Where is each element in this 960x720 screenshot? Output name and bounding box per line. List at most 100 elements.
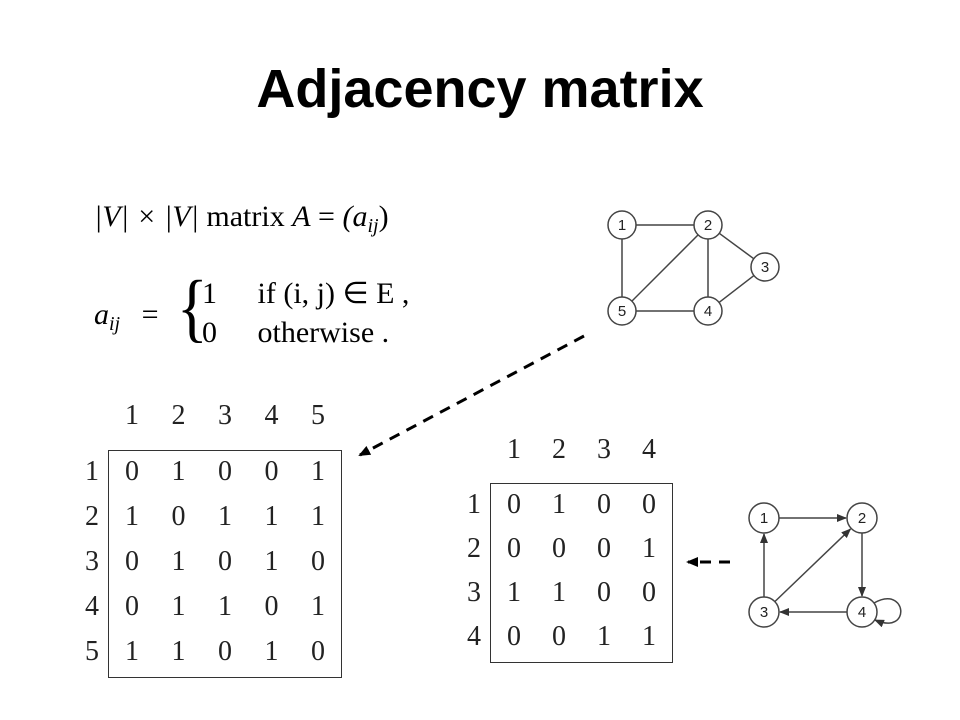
undirected-matrix-cell: 1 <box>311 501 325 533</box>
undirected-matrix-cell: 0 <box>264 591 279 623</box>
undirected-matrix-cell: 0 <box>311 636 325 668</box>
directed-node-label: 2 <box>858 510 866 527</box>
case-otherwise: 0 otherwise . <box>202 316 389 350</box>
undirected-matrix-column-header: 3 <box>218 400 232 431</box>
undirected-matrix-cell: 1 <box>171 636 186 668</box>
equals-sign: = <box>318 200 335 233</box>
cases-brace: { <box>176 266 208 350</box>
entry-equals: = <box>141 298 159 331</box>
undirected-matrix-cell: 1 <box>218 501 232 533</box>
directed-matrix-bracket-box <box>490 483 673 663</box>
directed-node-label: 1 <box>760 510 768 527</box>
undirected-matrix-cell: 0 <box>125 456 139 488</box>
directed-matrix-cell: 0 <box>642 577 656 608</box>
directed-matrix-column-header: 4 <box>642 434 656 465</box>
undirected-matrix-cell: 1 <box>171 456 186 488</box>
undirected-matrix-cell: 0 <box>218 546 232 578</box>
directed-matrix-cell: 1 <box>552 577 566 608</box>
undirected-node-label: 4 <box>704 303 712 320</box>
directed-matrix-cell: 1 <box>642 621 656 652</box>
undirected-node-5 <box>607 296 637 326</box>
undirected-matrix-row-header: 3 <box>85 546 99 578</box>
undirected-matrix-row-header: 5 <box>85 636 99 668</box>
undirected-matrix-cell: 1 <box>264 501 279 533</box>
undirected-matrix-cell: 0 <box>264 456 279 488</box>
undirected-edge-2-3 <box>718 232 755 260</box>
undirected-matrix-cell: 0 <box>218 636 232 668</box>
directed-matrix-cell: 0 <box>552 533 566 564</box>
entry-subscript: ij <box>367 215 379 237</box>
undirected-matrix-cell: 1 <box>311 456 325 488</box>
directed-node-2 <box>846 502 878 534</box>
undirected-node-1 <box>607 210 637 240</box>
undirected-matrix-row-header: 4 <box>85 591 99 623</box>
dimension-expression: |V| × |V| <box>94 200 199 233</box>
pointer-arrow-undirected <box>358 334 585 457</box>
directed-matrix-cell: 0 <box>507 533 521 564</box>
directed-node-4 <box>846 596 878 628</box>
entry-definition-lhs: aij = <box>94 298 159 336</box>
directed-matrix-cell: 0 <box>642 489 656 520</box>
entry-open: (a <box>342 200 368 233</box>
directed-node-label: 3 <box>760 604 768 621</box>
directed-node-1 <box>748 502 780 534</box>
entry-lhs-subscript: ij <box>109 313 121 335</box>
entry-close: ) <box>378 200 389 233</box>
directed-node-3 <box>748 596 780 628</box>
directed-matrix-column-header: 1 <box>507 434 521 465</box>
case-otherwise-condition: otherwise . <box>257 316 390 349</box>
entry-symbol: a <box>94 298 109 331</box>
undirected-matrix-cell: 0 <box>125 591 139 623</box>
directed-matrix-cell: 0 <box>507 621 521 652</box>
directed-edge-3-2 <box>774 528 852 603</box>
undirected-matrix-row-header: 2 <box>85 501 99 533</box>
directed-matrix-cell: 1 <box>642 533 656 564</box>
undirected-matrix-cell: 0 <box>125 546 139 578</box>
undirected-matrix-bracket-box <box>108 450 342 679</box>
undirected-matrix-cell: 0 <box>218 456 232 488</box>
directed-matrix-row-header: 3 <box>467 577 481 608</box>
directed-matrix-row-header: 4 <box>467 621 481 652</box>
undirected-matrix-cell: 1 <box>264 636 279 668</box>
directed-matrix-cell: 0 <box>507 489 521 520</box>
undirected-node-4 <box>693 296 723 326</box>
directed-matrix-cell: 0 <box>552 621 566 652</box>
case-edge-condition: if (i, j) ∈ E , <box>257 277 410 310</box>
directed-matrix-cell: 1 <box>552 489 566 520</box>
directed-matrix-column-header: 3 <box>597 434 611 465</box>
undirected-matrix-column-header: 1 <box>125 400 139 431</box>
undirected-matrix-cell: 0 <box>311 546 325 578</box>
directed-self-loop-4 <box>873 598 902 628</box>
slide-title: Adjacency matrix <box>256 59 704 119</box>
undirected-matrix-column-header: 4 <box>264 400 279 431</box>
undirected-node-label: 5 <box>618 303 626 320</box>
undirected-matrix-cell: 1 <box>125 501 139 533</box>
directed-matrix-row-header: 2 <box>467 533 481 564</box>
undirected-node-label: 1 <box>618 217 626 234</box>
matrix-definition: |V| × |V| matrix A = (aij) <box>94 200 389 238</box>
undirected-matrix-column-header: 5 <box>311 400 325 431</box>
undirected-matrix-cell: 0 <box>171 501 186 533</box>
undirected-matrix-cell: 1 <box>218 591 232 623</box>
undirected-matrix-cell: 1 <box>264 546 279 578</box>
directed-matrix-column-header: 2 <box>552 434 566 465</box>
undirected-matrix-row-header: 1 <box>85 456 99 488</box>
undirected-node-3 <box>750 252 780 282</box>
undirected-node-label: 3 <box>761 259 769 276</box>
undirected-node-2 <box>693 210 723 240</box>
directed-node-label: 4 <box>858 604 866 621</box>
case-otherwise-value: 0 <box>202 316 217 349</box>
undirected-matrix-column-header: 2 <box>171 400 186 431</box>
directed-matrix-cell: 1 <box>597 621 611 652</box>
matrix-symbol: A <box>292 200 311 233</box>
undirected-node-label: 2 <box>704 217 712 234</box>
case-edge: 1 if (i, j) ∈ E , <box>202 276 409 311</box>
directed-matrix-row-header: 1 <box>467 489 481 520</box>
undirected-matrix-cell: 1 <box>171 591 186 623</box>
cases-block: 1 if (i, j) ∈ E , 0 otherwise . <box>202 272 462 352</box>
directed-matrix-cell: 0 <box>597 533 611 564</box>
case-edge-value: 1 <box>202 277 217 310</box>
directed-matrix-cell: 0 <box>597 577 611 608</box>
undirected-matrix-cell: 1 <box>311 591 325 623</box>
